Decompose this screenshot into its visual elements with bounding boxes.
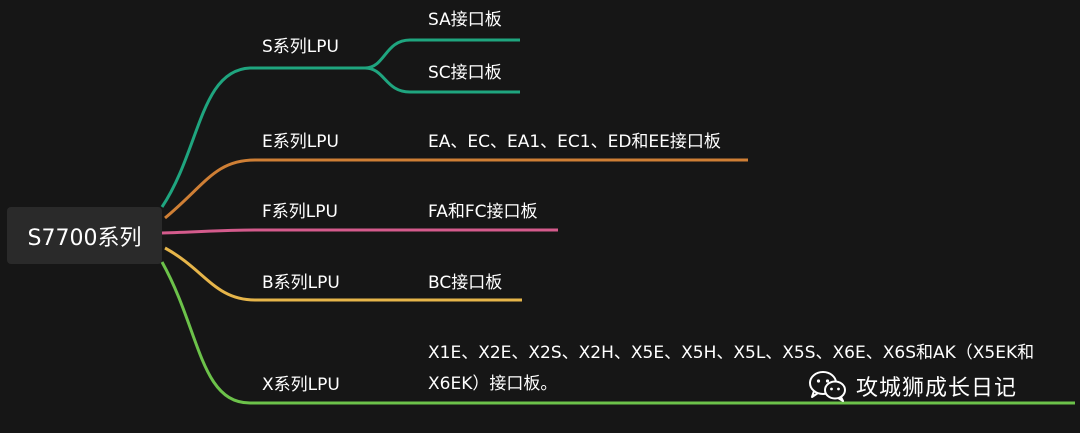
branch-f-label[interactable]: F系列LPU [262,202,338,222]
branch-e-label[interactable]: E系列LPU [262,132,339,152]
leaf-x[interactable]: X1E、X2E、X2S、X2H、X5E、X5H、X5L、X5S、X6E、X6S和… [428,343,1035,394]
watermark: 攻城狮成长日记 [808,366,1017,406]
branch-s-label[interactable]: S系列LPU [262,37,339,57]
wechat-icon [809,371,846,402]
connector-root-f [161,228,558,235]
connector-s-sa [364,38,520,70]
connector-root-s [160,66,365,208]
leaf-sc[interactable]: SC接口板 [428,63,502,83]
connector-root-e [164,158,748,220]
leaf-b[interactable]: BC接口板 [428,273,503,293]
watermark-text: 攻城狮成长日记 [856,376,1018,401]
connector-root-x [160,261,1075,405]
branch-x-label[interactable]: X系列LPU [262,375,340,395]
leaf-f[interactable]: FA和FC接口板 [428,202,538,222]
root-node[interactable]: S7700系列 [7,207,162,264]
leaf-e[interactable]: EA、EC、EA1、EC1、ED和EE接口板 [428,132,721,152]
connector-root-b [164,246,522,302]
leaf-sa[interactable]: SA接口板 [428,10,502,30]
branch-b-label[interactable]: B系列LPU [262,273,340,293]
connector-s-sc [364,66,520,94]
